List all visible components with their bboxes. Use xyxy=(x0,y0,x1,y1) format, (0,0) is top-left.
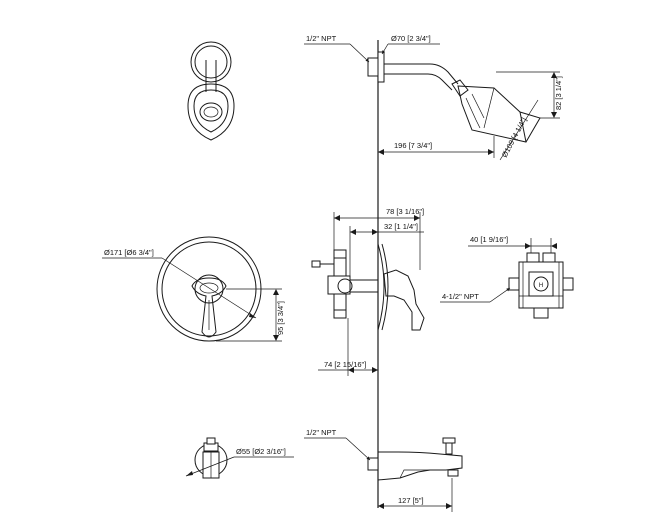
label-height-head: 82 [3 1/4"] xyxy=(554,76,563,110)
label-npt-spout: 1/2" NPT xyxy=(306,428,337,437)
label-handle-offset: 32 [1 1/4"] xyxy=(384,222,418,231)
dim-npt-spout: 1/2" NPT xyxy=(304,428,371,461)
dim-handle-offset: 32 [1 1/4"] xyxy=(349,222,424,276)
dim-valve-depth: 78 [3 1/16"] xyxy=(333,207,424,270)
tub-spout-side-view xyxy=(367,437,463,481)
showerhead-front-view xyxy=(187,41,235,141)
dim-handle-height: 95 [3 3/4"] xyxy=(216,288,285,342)
tub-spout-front-view xyxy=(194,437,228,479)
dim-trim-depth: 74 [2 15/16"] xyxy=(318,318,378,376)
showerhead-side-view xyxy=(367,51,541,143)
dim-arm-reach: 196 [7 3/4"] xyxy=(378,136,495,158)
label-dia-spout: Ø55 [Ø2 3/16"] xyxy=(236,447,286,456)
dim-npt-top: 1/2" NPT xyxy=(304,34,370,63)
rough-in-valve: H xyxy=(508,252,574,319)
label-dia-arm: Ø70 [2 3/4"] xyxy=(391,34,431,43)
dim-dia-head: Ø109 [4 1/4"] xyxy=(499,99,539,161)
label-npt-top: 1/2" NPT xyxy=(306,34,337,43)
label-valve-depth: 78 [3 1/16"] xyxy=(386,207,424,216)
svg-text:H: H xyxy=(539,283,543,289)
dim-dia-plate: Ø171 [Ø6 3/4"] xyxy=(102,248,257,319)
dim-rough-width: 40 [1 9/16"] xyxy=(468,235,557,253)
dim-dia-spout: Ø55 [Ø2 3/16"] xyxy=(185,447,294,477)
label-arm-reach: 196 [7 3/4"] xyxy=(394,141,432,150)
label-trim-depth: 74 [2 15/16"] xyxy=(324,360,366,369)
dim-dia-arm: Ø70 [2 3/4"] xyxy=(381,34,440,55)
dim-spout-reach: 127 [5"] xyxy=(378,478,453,512)
label-handle-height: 95 [3 3/4"] xyxy=(276,301,285,335)
label-dia-plate: Ø171 [Ø6 3/4"] xyxy=(104,248,154,257)
dim-rough-npt: 4-1/2" NPT xyxy=(440,287,511,303)
label-rough-width: 40 [1 9/16"] xyxy=(470,235,508,244)
label-rough-npt: 4-1/2" NPT xyxy=(442,292,479,301)
label-spout-reach: 127 [5"] xyxy=(398,496,424,505)
dim-height-head: 82 [3 1/4"] xyxy=(496,71,563,119)
valve-side-view xyxy=(311,243,425,331)
